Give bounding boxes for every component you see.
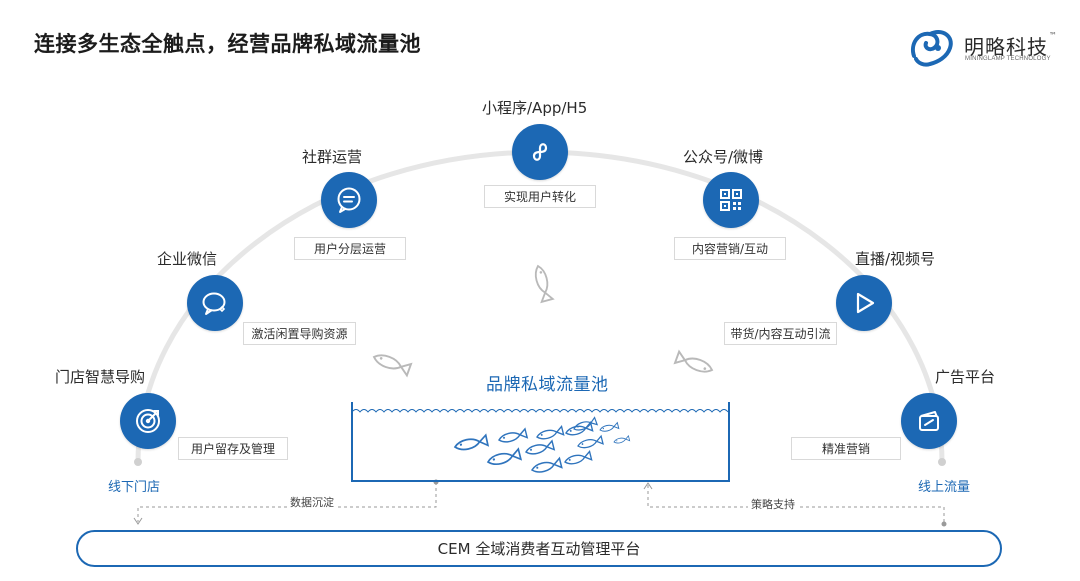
mini-program-label: 小程序/App/H5 bbox=[482, 99, 588, 117]
play-icon bbox=[856, 292, 875, 314]
store-guide-tag: 用户留存及管理 bbox=[178, 437, 288, 460]
live-stream-tag: 带货/内容互动引流 bbox=[724, 322, 837, 345]
store-guide-label: 门店智慧导购 bbox=[55, 368, 146, 386]
community-tag: 用户分层运营 bbox=[294, 237, 406, 260]
arc-endpoint-left bbox=[134, 458, 142, 466]
online-traffic-label: 线上流量 bbox=[918, 480, 971, 495]
page-title: 连接多生态全触点，经营品牌私域流量池 bbox=[34, 32, 421, 56]
mini-program-node[interactable] bbox=[512, 124, 568, 180]
gray-fish-top bbox=[531, 263, 554, 303]
gray-fish-left bbox=[370, 350, 412, 377]
logo-mark-icon bbox=[911, 29, 953, 67]
mini-program-icon bbox=[532, 143, 548, 161]
community-label: 社群运营 bbox=[302, 148, 363, 166]
chat-bubble-icon bbox=[202, 292, 226, 315]
live-stream-node[interactable] bbox=[836, 275, 892, 331]
logo-name: 明略科技 bbox=[964, 35, 1048, 59]
strategy-support-label: 策略支持 bbox=[748, 496, 798, 512]
ad-platform-label: 广告平台 bbox=[935, 368, 996, 386]
gray-fish-right bbox=[674, 350, 716, 377]
logo-trademark: ™ bbox=[1049, 31, 1057, 40]
pool-water-wave bbox=[351, 409, 729, 413]
traffic-pool-container bbox=[351, 402, 730, 482]
brand-logo bbox=[911, 29, 953, 67]
fish-school bbox=[453, 416, 631, 476]
ad-card-icon bbox=[919, 411, 939, 431]
official-account-label: 公众号/微博 bbox=[683, 148, 764, 166]
live-stream-label: 直播/视频号 bbox=[855, 250, 936, 268]
logo-tagline: MININGLAMP TECHNOLOGY bbox=[965, 56, 1051, 62]
wecom-tag: 激活闲置导购资源 bbox=[243, 322, 356, 345]
offline-store-label: 线下门店 bbox=[108, 480, 161, 495]
ad-platform-node[interactable] bbox=[901, 393, 957, 449]
mini-program-tag: 实现用户转化 bbox=[484, 185, 596, 208]
message-icon bbox=[337, 187, 361, 213]
ad-platform-tag: 精准营销 bbox=[791, 437, 901, 460]
data-sediment-label: 数据沉淀 bbox=[287, 494, 337, 510]
official-account-node[interactable] bbox=[703, 172, 759, 228]
community-node[interactable] bbox=[321, 172, 377, 228]
qr-code-icon bbox=[720, 189, 742, 211]
store-guide-node[interactable] bbox=[120, 393, 176, 449]
target-icon bbox=[136, 409, 160, 433]
arc-endpoint-right bbox=[938, 458, 946, 466]
traffic-pool-title: 品牌私域流量池 bbox=[486, 375, 609, 395]
wecom-node[interactable] bbox=[187, 275, 243, 331]
wecom-label: 企业微信 bbox=[157, 250, 218, 268]
official-account-tag: 内容营销/互动 bbox=[674, 237, 786, 260]
cem-platform-bar: CEM 全域消费者互动管理平台 bbox=[76, 530, 1002, 567]
